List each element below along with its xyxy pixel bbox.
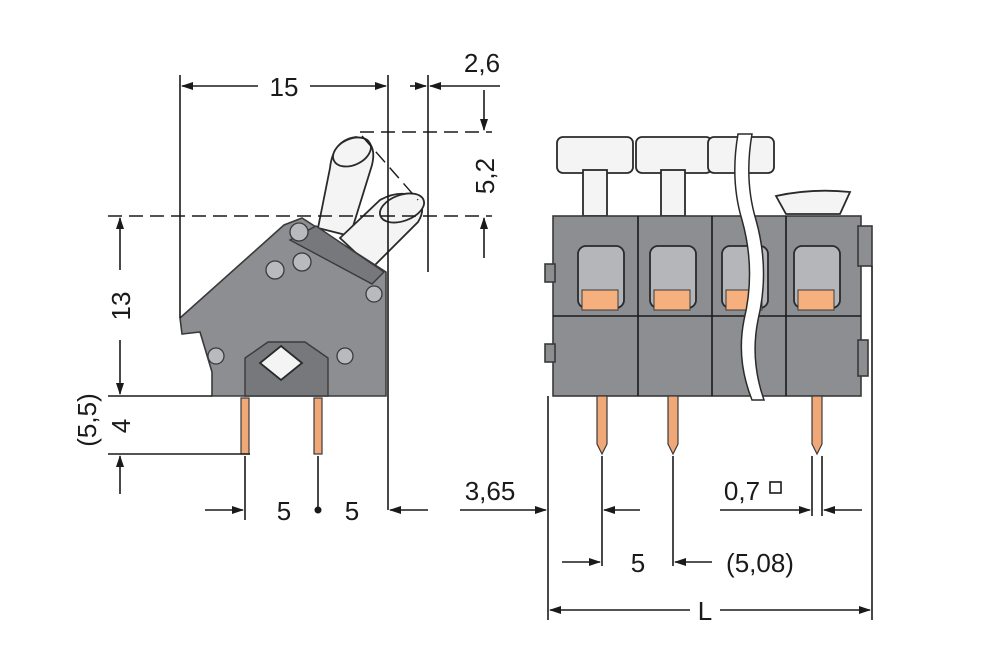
front-lever-2 [635, 136, 713, 217]
side-hole-4 [365, 285, 383, 303]
dim-label-pitch-left: 5 [277, 496, 291, 526]
side-hole-2 [265, 260, 285, 280]
front-pin-1 [596, 395, 608, 456]
front-pin-3 [811, 395, 823, 456]
side-view [179, 136, 425, 455]
front-pin-2 [667, 395, 679, 456]
dimension-lines [108, 75, 873, 620]
front-clamp-2 [649, 245, 697, 311]
side-pin-1 [240, 397, 250, 455]
small-square-icon [769, 481, 782, 494]
side-hole-6 [336, 347, 354, 365]
front-housing-tab-top [857, 225, 873, 267]
dim-label-5-08: (5,08) [726, 548, 794, 578]
dim-label-5-5: (5,5) [72, 393, 102, 446]
dim-label-pitch-bottom: 5 [631, 548, 645, 578]
front-housing-notch-1 [544, 263, 556, 283]
dim-label-3-65: 3,65 [465, 476, 516, 506]
front-lever-4-open [774, 189, 852, 215]
front-clamp-1 [577, 245, 625, 311]
side-hole-5 [207, 347, 225, 365]
dim-label-L: L [698, 596, 712, 626]
dim-label-0-7: 0,7 [724, 476, 760, 506]
front-housing-tab-bottom [857, 339, 869, 377]
front-view [544, 133, 873, 456]
dim-label-13: 13 [106, 292, 136, 321]
dim-label-5-2: 5,2 [470, 158, 500, 194]
side-pin-2 [313, 397, 323, 455]
dim-label-2-6: 2,6 [464, 48, 500, 78]
front-lever-1 [556, 136, 634, 217]
side-diamond [258, 344, 304, 382]
side-hole-1 [289, 222, 309, 242]
front-clamp-4 [793, 245, 841, 311]
side-lever-back [316, 136, 375, 238]
side-hole-3 [292, 252, 312, 272]
dim-label-4: 4 [106, 419, 136, 433]
dim-label-pitch-right: 5 [345, 496, 359, 526]
front-housing-notch-2 [544, 343, 556, 363]
dim-label-15: 15 [270, 72, 299, 102]
front-break-line [734, 133, 766, 401]
